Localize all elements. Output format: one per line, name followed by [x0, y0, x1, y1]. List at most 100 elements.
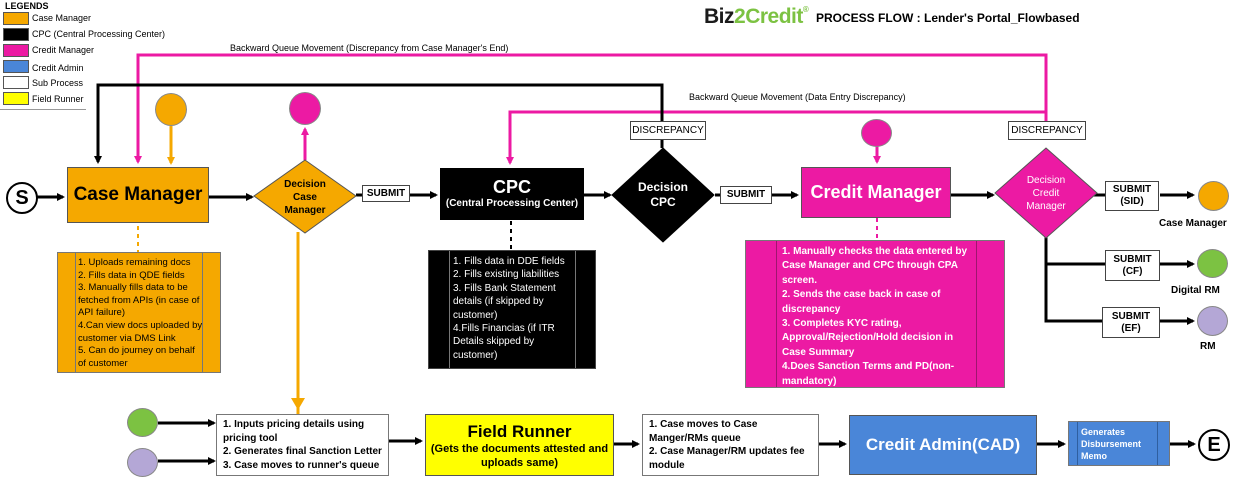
- legend-title: LEGENDS: [5, 1, 49, 11]
- submit-ef-tag: SUBMIT (EF): [1102, 307, 1160, 338]
- submit-ef-line-1: SUBMIT: [1111, 310, 1151, 322]
- submit-sid-line-2: (SID): [1120, 196, 1144, 207]
- credit-manager-actor-circle-top: [289, 92, 321, 125]
- desc-margin-line: [976, 241, 977, 387]
- cpc-node-title: CPC: [492, 177, 531, 197]
- decision-credit-manager-shape: [994, 147, 1098, 239]
- legend-divider: [0, 109, 86, 110]
- legend-swatch-case-manager: [3, 12, 29, 25]
- field-runner-title: Field Runner: [467, 421, 572, 441]
- submit-sid-line-1: SUBMIT: [1112, 184, 1152, 195]
- desc-margin-line: [449, 251, 450, 368]
- cpc-description: 1. Fills data in DDE fields 2. Fills exi…: [428, 250, 596, 369]
- credit-manager-actor-circle: [861, 119, 892, 147]
- submit-cf-line-1: SUBMIT: [1113, 253, 1152, 265]
- legend-label-field-runner: Field Runner: [32, 94, 84, 104]
- field-runner-subtitle: (Gets the documents attested and uploads…: [430, 442, 609, 469]
- page-title: PROCESS FLOW : Lender's Portal_Flowbased: [816, 11, 1080, 25]
- cpc-step: 1. Fills data in DDE fields: [453, 256, 565, 267]
- decision-case-manager-line-2: Case: [293, 192, 317, 203]
- desc-margin-line: [776, 241, 777, 387]
- decision-cpc-line-1: Decision: [637, 180, 688, 194]
- case-manager-step: 4.Can view docs uploaded by customer via…: [78, 319, 203, 344]
- legend-label-sub-process: Sub Process: [32, 78, 84, 88]
- discrepancy-tag-cpc: DISCREPANCY: [630, 121, 706, 140]
- edge-back-cpc-to-case-manager: [94, 83, 664, 164]
- decision-credit-manager-label: Decision Credit Manager: [1011, 174, 1081, 213]
- output-label-digital-rm: Digital RM: [1171, 285, 1220, 296]
- label-back-data-entry-discrepancy: Backward Queue Movement (Data Entry Disc…: [689, 92, 906, 102]
- decision-cpc-shape: [611, 147, 715, 243]
- desc-margin-line: [575, 251, 576, 368]
- case-manager-actor-circle: [155, 93, 187, 126]
- credit-manager-node: Credit Manager: [801, 167, 951, 218]
- pricing-step: 3. Case moves to runner's queue: [223, 459, 380, 471]
- submit-tag-cpc: SUBMIT: [720, 186, 772, 204]
- desc-margin-line: [75, 253, 76, 372]
- case-manager-step: 2. Fills data in QDE fields: [78, 269, 185, 281]
- pricing-description: 1. Inputs pricing details using pricing …: [216, 414, 389, 476]
- desc-margin-line: [1077, 422, 1078, 465]
- digital-rm-input-circle: [127, 408, 158, 437]
- pricing-step: 2. Generates final Sanction Letter: [223, 446, 382, 457]
- edge-back-credit-to-case-manager: [134, 53, 1048, 164]
- end-terminal: E: [1198, 429, 1230, 461]
- legend-label-case-manager: Case Manager: [32, 13, 92, 23]
- disbursement-memo-text: Generates Disbursement Memo: [1081, 427, 1142, 461]
- cpc-step: 2. Fills existing liabilities: [453, 269, 560, 281]
- decision-cpc-line-2: CPC: [650, 195, 676, 209]
- case-moves-step: 1. Case moves to Case Manger/RMs queue: [649, 419, 758, 444]
- legend-label-cpc: CPC (Central Processing Center): [32, 29, 166, 39]
- brand-logo: Biz2Credit®: [704, 5, 809, 29]
- legend-swatch-sub-process: [3, 76, 29, 89]
- brand-logo-part-biz: Biz: [704, 5, 735, 28]
- case-manager-node: Case Manager: [67, 167, 209, 223]
- start-terminal: S: [6, 182, 38, 214]
- submit-cf-tag: SUBMIT (CF): [1105, 250, 1160, 281]
- credit-manager-step: 2. Sends the case back in case of discre…: [782, 289, 941, 315]
- output-label-case-manager: Case Manager: [1159, 218, 1227, 229]
- label-back-case-manager-discrepancy: Backward Queue Movement (Discrepancy fro…: [230, 43, 509, 53]
- case-moves-description: 1. Case moves to Case Manger/RMs queue 2…: [642, 414, 819, 476]
- credit-manager-description: 1. Manually checks the data entered by C…: [745, 240, 1005, 388]
- submit-ef-line-2: (EF): [1121, 322, 1141, 334]
- legend-swatch-credit-admin: [3, 60, 29, 73]
- decision-credit-manager-line-2: Credit: [1032, 188, 1060, 199]
- rm-output-circle: [1197, 306, 1228, 336]
- decision-cpc-label: Decision CPC: [628, 180, 698, 210]
- legend-swatch-cpc: [3, 28, 29, 41]
- brand-logo-part-2: 2: [734, 5, 746, 28]
- pricing-step: 1. Inputs pricing details using pricing …: [223, 419, 365, 444]
- desc-margin-line: [202, 253, 203, 372]
- edge-back-credit-to-cpc: [506, 110, 1046, 165]
- decision-case-manager-label: Decision Case Manager: [269, 178, 341, 217]
- case-manager-step: 3. Manually fills data to be fetched fro…: [78, 282, 200, 319]
- case-manager-step: 5. Can do journey on behalf of customer: [78, 345, 195, 369]
- legend-label-credit-admin: Credit Admin: [32, 63, 84, 73]
- case-manager-output-circle: [1198, 181, 1229, 211]
- decision-credit-manager-line-3: Manager: [1026, 201, 1066, 212]
- decision-case-manager-shape: [253, 159, 357, 234]
- submit-tag-case-manager: SUBMIT: [362, 185, 410, 202]
- rm-input-circle: [127, 448, 158, 477]
- discrepancy-tag-credit: DISCREPANCY: [1008, 121, 1086, 140]
- cpc-step: 3. Fills Bank Statement details (if skip…: [453, 282, 556, 321]
- legend-label-credit-manager: Credit Manager: [32, 45, 95, 55]
- legend-swatch-credit-manager: [3, 44, 29, 57]
- cpc-node: CPC (Central Processing Center): [440, 168, 584, 220]
- case-manager-step: 1. Uploads remaining docs: [78, 257, 191, 268]
- decision-case-manager-line-3: Manager: [284, 205, 326, 216]
- case-manager-description: 1. Uploads remaining docs 2. Fills data …: [57, 252, 221, 373]
- brand-logo-part-credit: Credit: [745, 5, 803, 28]
- brand-logo-mark: ®: [802, 5, 809, 14]
- disbursement-memo-node: Generates Disbursement Memo: [1068, 421, 1170, 466]
- submit-sid-tag: SUBMIT (SID): [1105, 181, 1159, 211]
- edge-to-submit-cf: [1044, 237, 1105, 266]
- cpc-step: 4.Fills Financias (if ITR Details skippe…: [453, 323, 555, 361]
- decision-credit-manager-line-1: Decision: [1026, 175, 1066, 186]
- decision-case-manager-line-1: Decision: [284, 179, 326, 190]
- field-runner-node: Field Runner (Gets the documents atteste…: [425, 414, 614, 476]
- credit-manager-step: 1. Manually checks the data entered by C…: [782, 246, 968, 286]
